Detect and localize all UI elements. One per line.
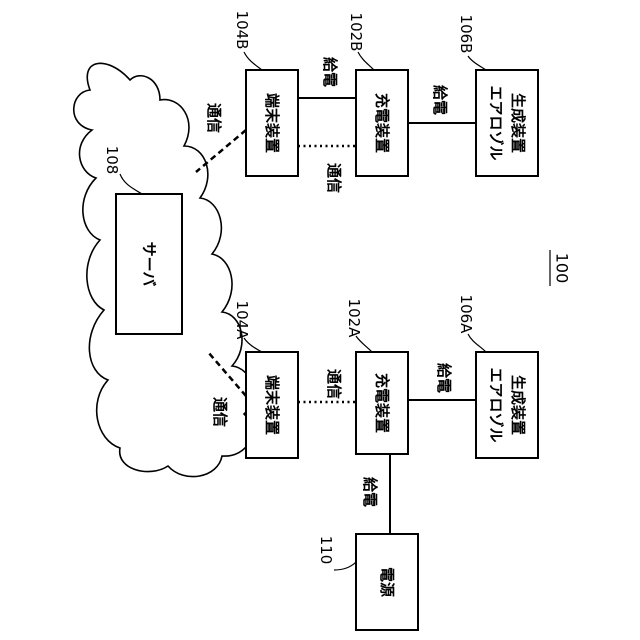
power-label-b: 給電 bbox=[431, 85, 449, 115]
aerosol-a-box bbox=[476, 352, 538, 458]
power-label-a: 給電 bbox=[435, 363, 453, 393]
power-source-ref: 110 bbox=[317, 536, 335, 565]
comm-line-cloud-terminal-b bbox=[196, 130, 246, 172]
aerosol-b-ref-leader bbox=[468, 56, 486, 70]
charger-a-label: 充電装置 bbox=[373, 373, 391, 433]
power-label-source: 給電 bbox=[361, 477, 379, 507]
comm-label-cloud-a: 通信 bbox=[211, 397, 229, 427]
comm-label-a: 通信 bbox=[325, 369, 343, 399]
server-ref: 108 bbox=[103, 146, 121, 175]
power-label-tb: 給電 bbox=[321, 57, 339, 87]
power-source-label: 電源 bbox=[378, 567, 396, 597]
aerosol-b-box bbox=[476, 70, 538, 176]
aerosol-a-label-line2: 生成装置 bbox=[509, 375, 527, 435]
comm-label-cloud-b: 通信 bbox=[205, 103, 223, 133]
terminal-b-label: 端末装置 bbox=[263, 93, 281, 153]
aerosol-b-ref: 106B bbox=[457, 15, 475, 54]
terminal-b-ref-leader bbox=[244, 52, 262, 70]
server-label: サーバ bbox=[140, 242, 158, 287]
aerosol-a-label-line1: エアロゾル bbox=[487, 367, 505, 442]
charger-b-ref-leader bbox=[358, 52, 374, 70]
aerosol-a-ref: 106A bbox=[457, 295, 475, 335]
charger-a-ref: 102A bbox=[345, 299, 363, 339]
power-source-ref-leader bbox=[334, 562, 356, 570]
comm-label-b: 通信 bbox=[325, 163, 343, 193]
terminal-a-ref-leader bbox=[244, 338, 262, 352]
figure-ref: 100 bbox=[553, 253, 572, 284]
charger-a-ref-leader bbox=[356, 336, 372, 352]
terminal-a-label: 端末装置 bbox=[263, 375, 281, 435]
charger-b-label: 充電装置 bbox=[373, 93, 391, 153]
aerosol-a-ref-leader bbox=[468, 334, 486, 352]
terminal-a-ref: 104A bbox=[233, 301, 251, 341]
charger-b-ref: 102B bbox=[347, 13, 365, 52]
aerosol-b-label-line2: 生成装置 bbox=[509, 93, 527, 153]
aerosol-b-label-line1: エアロゾル bbox=[487, 85, 505, 160]
terminal-b-ref: 104B bbox=[233, 11, 251, 50]
